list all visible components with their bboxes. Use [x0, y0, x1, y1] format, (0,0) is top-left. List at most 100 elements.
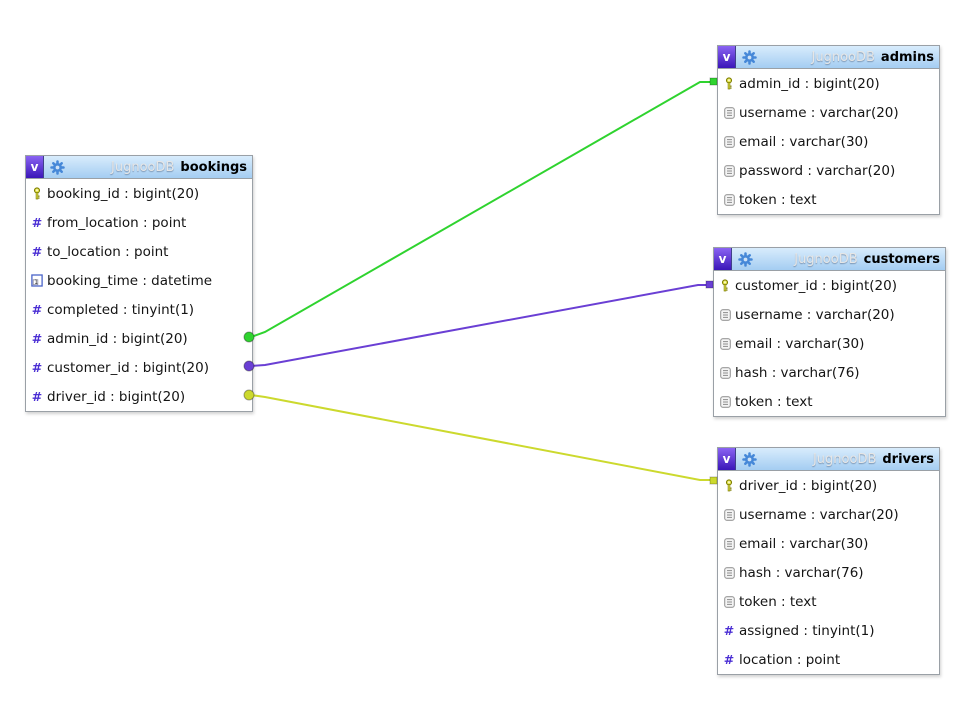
table-header[interactable]: v JugnooDB drivers: [718, 448, 939, 471]
numeric-field-icon: #: [31, 331, 43, 346]
numeric-field-icon: #: [723, 623, 735, 638]
table-header[interactable]: v JugnooDB admins: [718, 46, 939, 69]
field-label: email : varchar(30): [735, 335, 865, 352]
text-field-icon: [722, 165, 736, 177]
table-header[interactable]: v JugnooDB bookings: [26, 156, 252, 179]
table-name: drivers: [882, 451, 934, 467]
field-label: to_location : point: [47, 243, 169, 260]
table-options-gear-icon[interactable]: [742, 50, 757, 65]
table-row[interactable]: # driver_id : bigint(20): [26, 382, 252, 411]
field-label: driver_id : bigint(20): [47, 388, 186, 405]
text-field-icon: [722, 107, 736, 119]
numeric-field-icon: #: [723, 652, 735, 667]
table-row[interactable]: email : varchar(30): [718, 529, 939, 558]
field-label: username : varchar(20): [739, 506, 899, 523]
relation-line-bookings-admins[interactable]: [250, 81, 716, 338]
table-row[interactable]: booking_time : datetime: [26, 266, 252, 295]
field-label: completed : tinyint(1): [47, 301, 195, 318]
numeric-field-icon: #: [31, 244, 43, 259]
table-row[interactable]: customer_id : bigint(20): [714, 271, 945, 300]
toggle-view-icon[interactable]: v: [718, 46, 736, 68]
table-row[interactable]: # from_location : point: [26, 208, 252, 237]
field-label: email : varchar(30): [739, 133, 869, 150]
numeric-field-icon: #: [31, 302, 43, 317]
field-label: password : varchar(20): [739, 162, 896, 179]
table-name: customers: [863, 251, 940, 267]
table-row[interactable]: username : varchar(20): [718, 98, 939, 127]
field-label: hash : varchar(76): [735, 364, 860, 381]
table-options-gear-icon[interactable]: [50, 160, 65, 175]
table-row[interactable]: username : varchar(20): [718, 500, 939, 529]
primary-key-icon: [722, 479, 736, 492]
numeric-field-icon: #: [31, 360, 43, 375]
relation-endpoint-drivers: [709, 476, 718, 485]
primary-key-icon: [722, 77, 736, 90]
toggle-view-icon[interactable]: v: [718, 448, 736, 470]
numeric-field-icon: #: [31, 215, 43, 230]
field-label: customer_id : bigint(20): [47, 359, 209, 376]
database-name: JugnooDB: [812, 451, 877, 467]
table-row[interactable]: # location : point: [718, 645, 939, 674]
table-bookings[interactable]: v JugnooDB bookings booking_id : bigint(…: [25, 155, 253, 412]
field-label: booking_time : datetime: [47, 272, 213, 289]
field-label: assigned : tinyint(1): [739, 622, 875, 639]
table-row[interactable]: admin_id : bigint(20): [718, 69, 939, 98]
text-field-icon: [722, 567, 736, 579]
table-row[interactable]: # to_location : point: [26, 237, 252, 266]
table-customers[interactable]: v JugnooDB customers customer_id : bigin…: [713, 247, 946, 417]
table-row[interactable]: # assigned : tinyint(1): [718, 616, 939, 645]
table-row[interactable]: token : text: [718, 185, 939, 214]
table-row[interactable]: driver_id : bigint(20): [718, 471, 939, 500]
table-row[interactable]: # customer_id : bigint(20): [26, 353, 252, 382]
text-field-icon: [718, 338, 732, 350]
table-row[interactable]: email : varchar(30): [718, 127, 939, 156]
text-field-icon: [718, 367, 732, 379]
primary-key-icon: [30, 187, 44, 200]
text-field-icon: [718, 396, 732, 408]
table-drivers[interactable]: v JugnooDB drivers driver_id : bigint(20…: [717, 447, 940, 675]
field-label: token : text: [739, 593, 817, 610]
table-row[interactable]: email : varchar(30): [714, 329, 945, 358]
text-field-icon: [722, 509, 736, 521]
table-admins[interactable]: v JugnooDB admins admin_id : bigint(20) …: [717, 45, 940, 215]
text-field-icon: [722, 538, 736, 550]
numeric-field-icon: #: [31, 389, 43, 404]
field-label: booking_id : bigint(20): [47, 185, 200, 202]
relation-line-bookings-customers[interactable]: [250, 284, 712, 367]
database-name: JugnooDB: [111, 159, 175, 175]
table-row[interactable]: username : varchar(20): [714, 300, 945, 329]
toggle-view-icon[interactable]: v: [26, 156, 44, 178]
table-name: admins: [880, 49, 934, 65]
text-field-icon: [722, 596, 736, 608]
table-row[interactable]: booking_id : bigint(20): [26, 179, 252, 208]
table-row[interactable]: password : varchar(20): [718, 156, 939, 185]
table-options-gear-icon[interactable]: [738, 252, 753, 267]
field-label: driver_id : bigint(20): [739, 477, 878, 494]
table-row[interactable]: # completed : tinyint(1): [26, 295, 252, 324]
text-field-icon: [722, 194, 736, 206]
field-label: username : varchar(20): [739, 104, 899, 121]
relation-endpoint-admins: [709, 77, 718, 86]
table-header[interactable]: v JugnooDB customers: [714, 248, 945, 271]
text-field-icon: [718, 309, 732, 321]
table-row[interactable]: hash : varchar(76): [718, 558, 939, 587]
field-label: from_location : point: [47, 214, 187, 231]
table-row[interactable]: hash : varchar(76): [714, 358, 945, 387]
relation-endpoint-customers: [705, 280, 714, 289]
field-label: token : text: [735, 393, 813, 410]
datetime-icon: [30, 274, 44, 287]
field-label: token : text: [739, 191, 817, 208]
toggle-view-icon[interactable]: v: [714, 248, 732, 270]
field-label: email : varchar(30): [739, 535, 869, 552]
field-label: location : point: [739, 651, 841, 668]
table-options-gear-icon[interactable]: [742, 452, 757, 467]
table-row[interactable]: # admin_id : bigint(20): [26, 324, 252, 353]
table-row[interactable]: token : text: [714, 387, 945, 416]
field-label: customer_id : bigint(20): [735, 277, 897, 294]
table-row[interactable]: token : text: [718, 587, 939, 616]
relation-line-bookings-drivers[interactable]: [250, 394, 716, 481]
database-name: JugnooDB: [811, 49, 875, 65]
field-label: admin_id : bigint(20): [739, 75, 880, 92]
field-label: hash : varchar(76): [739, 564, 864, 581]
